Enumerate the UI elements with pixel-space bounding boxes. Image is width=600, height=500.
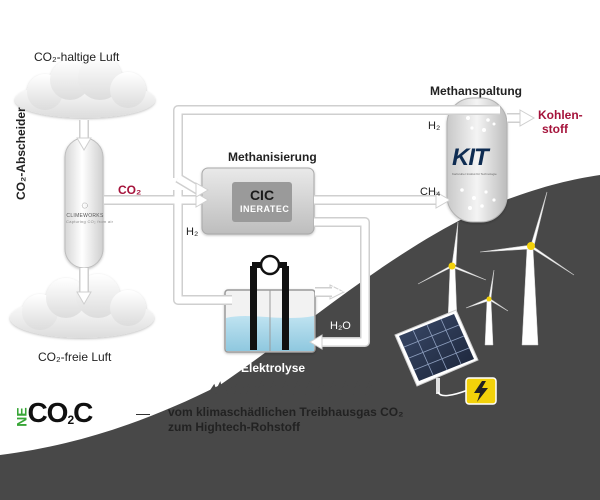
label-h2-left: H₂: [186, 226, 199, 238]
climeworks-name: CLIMEWORKS: [66, 213, 104, 219]
wind-turbine-icon-2: [479, 191, 575, 346]
kit-tagline: Karlsruher Institut für Technologie: [452, 172, 497, 176]
grass-fringe: [209, 378, 373, 396]
kit-logo: KIT Karlsruher Institut für Technologie: [452, 144, 497, 176]
label-air-out: CO₂-freie Luft: [38, 350, 112, 364]
label-absorber: CO₂-Abscheider: [14, 107, 28, 200]
label-h2-top: H₂: [428, 120, 441, 132]
electrode-right: [282, 266, 289, 350]
electrode-left: [250, 266, 257, 350]
ineratec-wordmark: INERATEC: [240, 204, 290, 214]
wind-turbine-icon-3: [465, 269, 509, 346]
label-methanisierung: Methanisierung: [228, 150, 317, 164]
climeworks-logo: ◌ CLIMEWORKS Capturing CO₂ from air: [66, 198, 114, 224]
kit-wordmark: KIT: [452, 144, 489, 171]
label-kohlenstoff: Kohlen- stoff: [538, 108, 583, 136]
tagline: vom klimaschädlichen Treibhausgas CO₂ zu…: [168, 405, 403, 435]
lightning-bolt-icon: [465, 377, 497, 405]
neco2c-c: C: [73, 397, 93, 428]
arrow-to-kohlenstoff: [519, 109, 536, 127]
label-co2: CO₂: [118, 183, 142, 197]
power-cable: [437, 389, 469, 397]
arrow-ch4: [435, 191, 452, 209]
tagline-line2: zum Hightech-Rohstoff: [168, 420, 300, 434]
electrode-meter: [259, 254, 281, 276]
label-air-in: CO₂-haltige Luft: [34, 50, 120, 64]
neco2c-co: CO: [27, 397, 68, 428]
solar-panel-icon: [394, 309, 479, 394]
climeworks-icon: ◌: [81, 198, 89, 212]
cloud-icon-top: [15, 56, 155, 118]
tagline-line1: vom klimaschädlichen Treibhausgas CO₂: [168, 405, 404, 419]
label-methanspaltung: Methanspaltung: [430, 84, 522, 98]
label-elektrolyse: Elektrolyse: [241, 361, 306, 375]
neco2c-wordmark: CO2C: [27, 397, 93, 428]
neco2c-sub: 2: [67, 413, 74, 427]
cloud-icon-bottom: [10, 274, 154, 338]
label-h2o: H₂O: [330, 320, 351, 332]
arrow-co2-in: [195, 192, 209, 208]
ineratec-logo-plate: [232, 182, 292, 222]
arrow-heads: [76, 109, 536, 350]
arrow-h2-in: [195, 182, 209, 198]
label-ch4: CH₄: [420, 186, 441, 198]
arrow-air-out: [76, 291, 92, 305]
arrow-h2o: [309, 334, 323, 350]
arrow-air-down: [76, 137, 92, 151]
label-kohlenstoff-line2: stoff: [542, 122, 568, 136]
pipes: [79, 105, 520, 347]
neco2c-logo: NECO2C: [12, 397, 94, 429]
neco2c-ne: NE: [13, 407, 30, 427]
ineratec-symbol: CIC: [250, 187, 274, 203]
label-kohlenstoff-line1: Kohlen-: [538, 108, 583, 122]
climeworks-tagline: Capturing CO₂ from air: [66, 219, 114, 224]
label-o2: O₂: [332, 282, 345, 294]
tagline-dash: —: [136, 405, 150, 421]
